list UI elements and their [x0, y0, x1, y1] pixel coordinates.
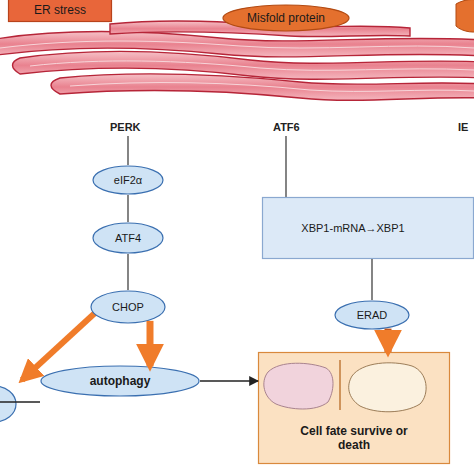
process-ellipse: ERAD	[334, 300, 410, 330]
pathway-connector	[147, 321, 154, 366]
node-text: XBP1-mRNA→XBP1	[301, 221, 404, 235]
er-membrane	[0, 21, 474, 100]
process-ellipse: Misfold protein	[222, 4, 350, 32]
pathway-connector	[385, 329, 392, 352]
pathway-connector	[127, 254, 128, 290]
node-text: ATF4	[115, 231, 141, 245]
pathway-connector	[127, 195, 128, 222]
process-box: XBP1-mRNA→XBP1	[262, 197, 474, 259]
pathway-label: ATF6	[273, 121, 300, 133]
pathway-label: IE	[458, 121, 468, 133]
pathway-connector	[200, 380, 258, 381]
er-highlight	[0, 41, 474, 91]
node-text: ERAD	[357, 308, 388, 322]
process-ellipse: eIF2α	[92, 165, 164, 195]
process-box: ER stress	[8, 0, 112, 22]
pathway-label: PERK	[110, 121, 141, 133]
node-text: Cell fate survive or death	[299, 424, 409, 452]
node-text: Misfold protein	[247, 11, 325, 25]
process-box: Cell fate survive or death	[258, 352, 450, 464]
node-text: CHOP	[112, 300, 144, 314]
process-ellipse: ATF4	[92, 222, 164, 254]
pathway-line	[127, 136, 128, 165]
node-text: eIF2α	[114, 173, 142, 187]
process-ellipse: CHOP	[90, 290, 166, 324]
cut-off-shape	[456, 0, 474, 32]
pathway-line	[285, 136, 286, 197]
cut-off-ellipse	[0, 386, 16, 422]
node-text: ER stress	[34, 3, 86, 17]
process-ellipse: autophagy	[40, 365, 200, 397]
cell-illustration	[264, 360, 426, 412]
pathway-connector	[371, 259, 372, 300]
pathway-line	[0, 401, 40, 402]
node-text: autophagy	[90, 374, 151, 388]
